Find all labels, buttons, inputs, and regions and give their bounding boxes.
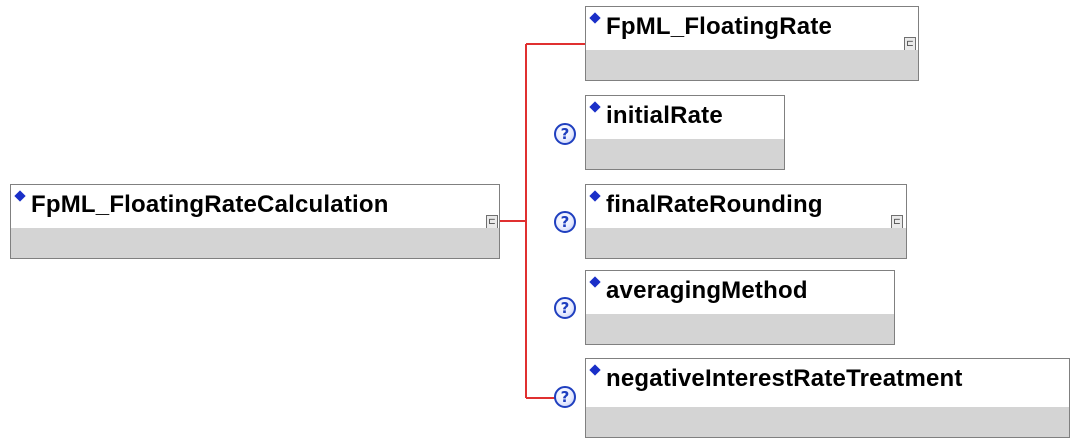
child-element-label: negativeInterestRateTreatment: [606, 365, 963, 392]
element-diamond-icon: [589, 101, 601, 113]
element-diamond-icon: [14, 190, 26, 202]
optional-question-icon: ?: [554, 123, 576, 145]
child-element-box-negativeinterestratetreatment[interactable]: negativeInterestRateTreatment: [585, 358, 1070, 438]
child-element-box-finalraterounding[interactable]: finalRateRounding ⊏: [585, 184, 907, 259]
child-element-box-fpml-floatingrate[interactable]: FpML_FloatingRate ⊏: [585, 6, 919, 81]
element-diamond-icon: [589, 190, 601, 202]
complex-type-icon: ⊏: [891, 215, 903, 229]
child-element-label: finalRateRounding: [606, 191, 823, 218]
child-element-label: initialRate: [606, 102, 723, 129]
root-element-box[interactable]: FpML_FloatingRateCalculation ⊏: [10, 184, 500, 259]
element-diamond-icon: [589, 364, 601, 376]
complex-type-icon: ⊏: [904, 37, 916, 51]
optional-question-icon: ?: [554, 211, 576, 233]
element-diamond-icon: [589, 276, 601, 288]
child-element-label: averagingMethod: [606, 277, 808, 304]
root-element-label: FpML_FloatingRateCalculation: [31, 191, 389, 218]
element-diamond-icon: [589, 12, 601, 24]
optional-question-icon: ?: [554, 297, 576, 319]
child-element-box-averagingmethod[interactable]: averagingMethod: [585, 270, 895, 345]
complex-type-icon: ⊏: [486, 215, 498, 229]
child-element-box-initialrate[interactable]: initialRate: [585, 95, 785, 170]
optional-question-icon: ?: [554, 386, 576, 408]
child-element-label: FpML_FloatingRate: [606, 13, 833, 40]
